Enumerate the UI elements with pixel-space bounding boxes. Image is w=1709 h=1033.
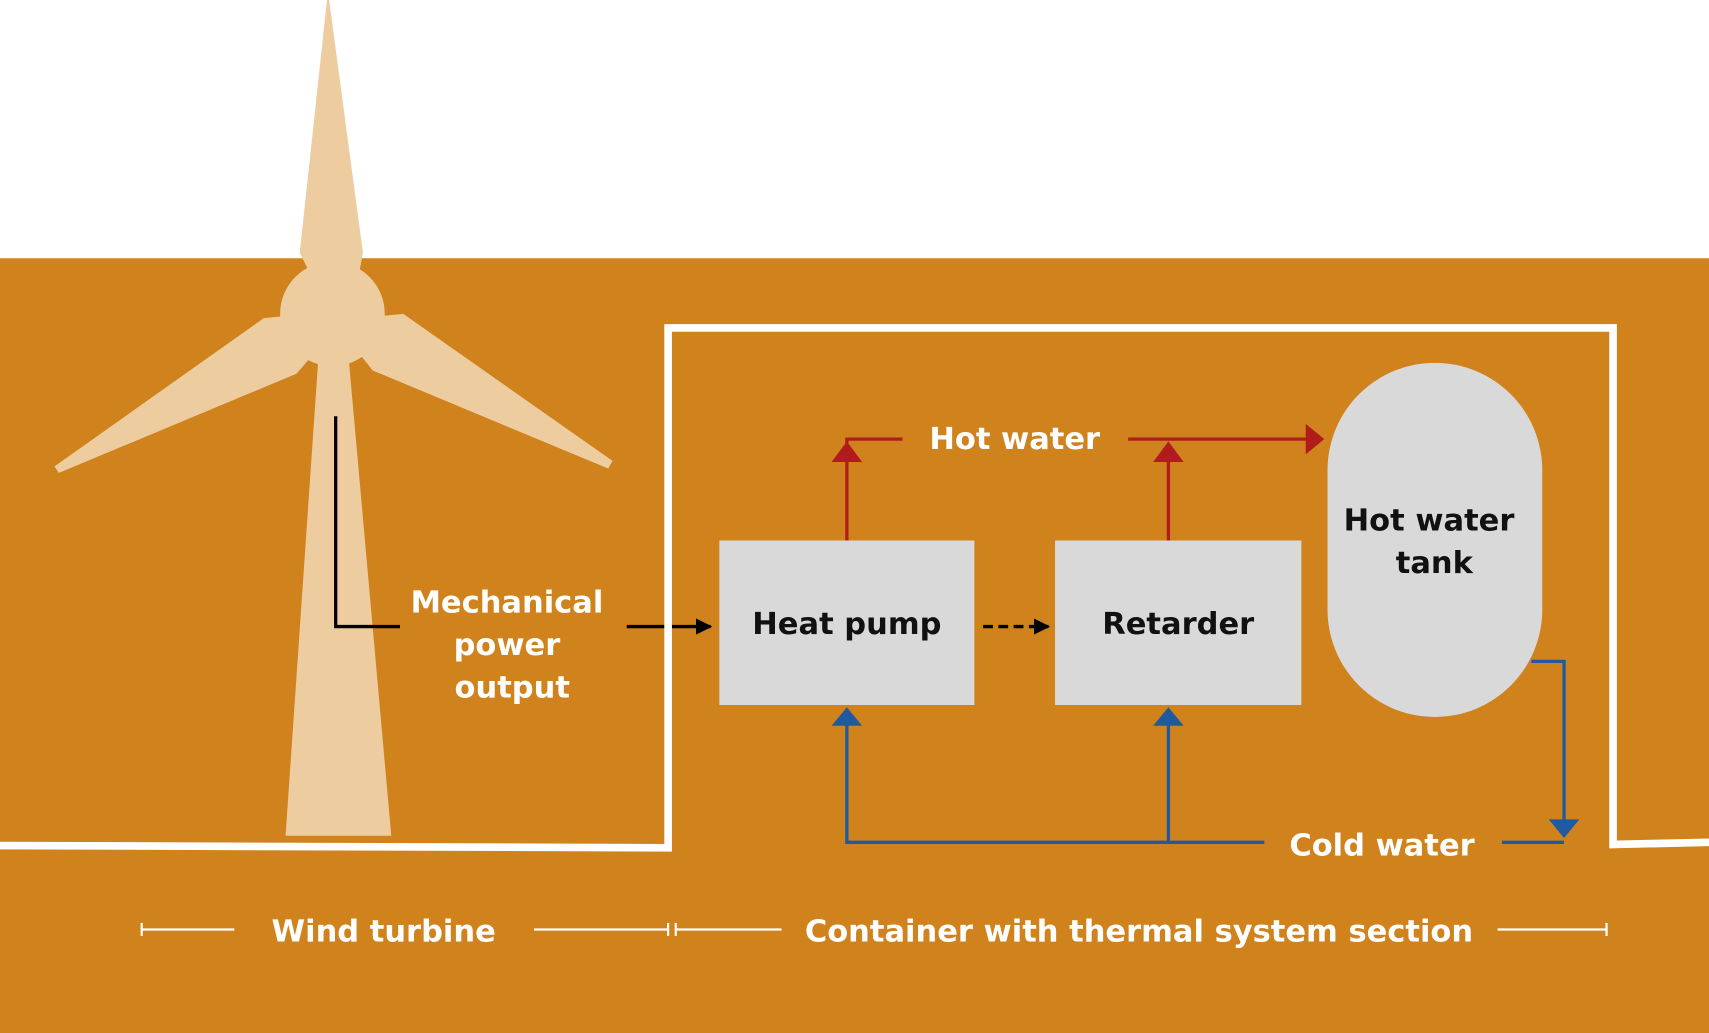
hot-arrow-tank-icon — [1305, 423, 1325, 455]
turbine-blade-right — [359, 313, 613, 469]
svg-text:Hot water tank: Hot water tank — [1344, 504, 1525, 581]
retarder-label: Retarder — [1102, 607, 1254, 642]
cold-water-label: Cold water — [1289, 828, 1474, 863]
mechanical-shaft-line — [334, 416, 401, 629]
turbine-tower — [285, 359, 392, 836]
cold-water-lines — [845, 659, 1566, 844]
container-section-label: Container with thermal system section — [805, 914, 1473, 949]
cold-arrow-heatpump-icon — [831, 707, 863, 726]
heat-pump-box — [719, 540, 975, 706]
hot-water-lines — [845, 437, 1308, 541]
hot-water-label: Hot water — [929, 422, 1100, 457]
hot-arrow-retarder-icon — [1153, 441, 1184, 463]
mechanical-label-line2: power — [454, 628, 561, 663]
wind-turbine-section-label: Wind turbine — [271, 914, 495, 949]
hot-water-tank — [1327, 362, 1543, 717]
container-border — [0, 324, 1709, 852]
svg-text:Mechanical power outpu: Mechanical power output — [411, 585, 614, 705]
mechanical-label-line1: Mechanical — [411, 585, 604, 620]
turbine-hub — [280, 261, 385, 367]
turbine-blade-left — [54, 316, 311, 473]
retarder-box — [1055, 540, 1302, 706]
tank-label-line2: tank — [1396, 546, 1474, 581]
heat-pump-label: Heat pump — [752, 607, 941, 642]
cold-arrow-retarder-icon — [1153, 707, 1184, 726]
tank-label-line1: Hot water — [1344, 504, 1515, 539]
turbine-blade-top — [299, 0, 363, 271]
cold-arrow-return-icon — [1548, 819, 1580, 838]
wind-turbine-icon — [54, 0, 613, 836]
sky-background — [0, 0, 1709, 259]
mechanical-label-line3: output — [455, 670, 570, 705]
section-dimension-lines — [140, 922, 1608, 937]
hot-arrow-heatpump-icon — [831, 441, 863, 463]
